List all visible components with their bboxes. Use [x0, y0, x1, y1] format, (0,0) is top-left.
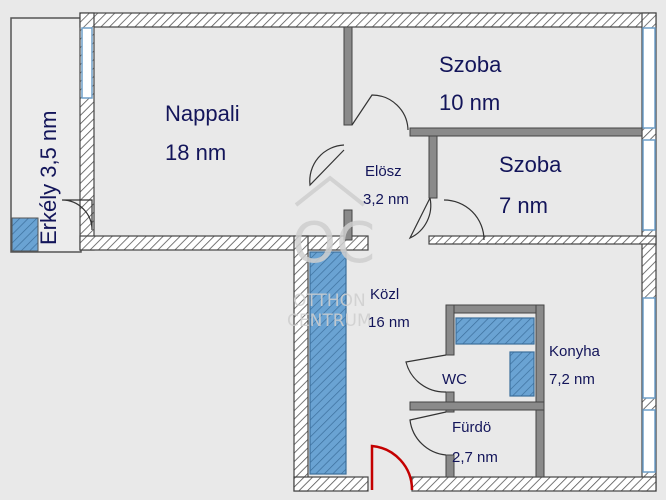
- balcony-fixture: [11, 217, 39, 252]
- entrance-door: [370, 444, 414, 491]
- szoba1-area: 10 nm: [439, 90, 500, 115]
- door-nappali: [309, 144, 345, 187]
- watermark-line1: OTTHON: [293, 291, 366, 311]
- szoba1-name: Szoba: [439, 52, 502, 77]
- watermark: OC OTTHON CENTRUM: [287, 175, 375, 331]
- balcony: [10, 17, 82, 253]
- szoba2-area: 7 nm: [499, 193, 548, 218]
- erkely-label: Erkély 3,5 nm: [36, 111, 61, 246]
- wc-name: WC: [442, 371, 467, 388]
- windows: [81, 27, 656, 473]
- nappali-name: Nappali: [165, 101, 240, 126]
- window-nappali: [81, 27, 93, 99]
- door-szoba-10: [351, 94, 409, 131]
- elosz-name: Elösz: [365, 163, 402, 180]
- door-elosz: [408, 197, 432, 240]
- watermark-line2: CENTRUM: [287, 311, 372, 331]
- kozl-name: Közl: [370, 286, 399, 303]
- nappali-area: 18 nm: [165, 140, 226, 165]
- szoba2-name: Szoba: [499, 152, 562, 177]
- door-balcony: [61, 199, 93, 231]
- door-furdo: [409, 411, 447, 456]
- elosz-area: 3,2 nm: [363, 191, 409, 208]
- watermark-monogram: OC: [292, 211, 375, 276]
- window-szoba-7: [642, 139, 656, 231]
- corridor-wardrobe: [309, 251, 347, 475]
- doors: [61, 94, 485, 456]
- window-furdo: [642, 409, 656, 473]
- door-wc: [405, 354, 447, 393]
- watermark-house-icon: [294, 175, 366, 207]
- interior-walls: [343, 26, 643, 478]
- kitchen-stove: [509, 351, 535, 397]
- konyha-name: Konyha: [549, 343, 601, 360]
- furdo-area: 2,7 nm: [452, 449, 498, 466]
- window-szoba-10: [642, 27, 656, 129]
- furdo-name: Fürdö: [452, 419, 491, 436]
- window-konyha: [642, 297, 656, 399]
- kitchen-fixtures: [455, 317, 535, 397]
- konyha-area: 7,2 nm: [549, 371, 595, 388]
- kitchen-counter: [455, 317, 535, 345]
- door-szoba-7: [443, 199, 485, 241]
- kozl-area: 16 nm: [368, 314, 410, 331]
